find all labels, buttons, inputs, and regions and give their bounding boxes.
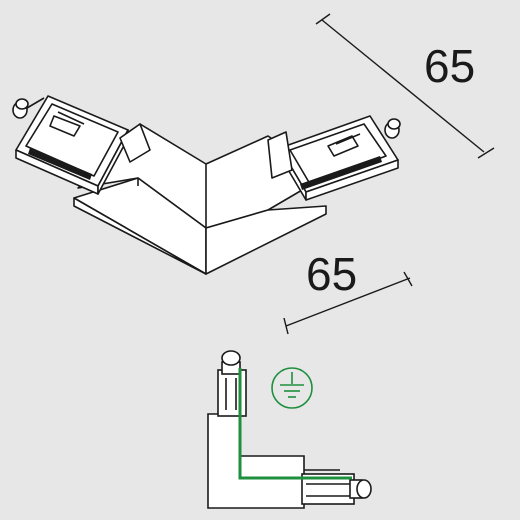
schematic-l-body xyxy=(207,413,305,509)
earth-conductor-path xyxy=(238,368,352,480)
earth-ground-icon xyxy=(271,367,313,409)
body-front-face-left xyxy=(73,197,207,275)
body-front-face-right xyxy=(205,205,327,275)
schematic-top-adapter xyxy=(217,369,247,417)
dimension-top-label: 65 xyxy=(424,40,475,92)
left-track-adapter xyxy=(12,95,151,195)
dimension-bottom xyxy=(283,271,413,335)
dimension-top-line xyxy=(321,19,485,153)
schematic-top-view xyxy=(207,350,372,509)
dimension-bottom-label: 65 xyxy=(306,248,357,300)
right-track-adapter xyxy=(267,115,401,201)
dimension-bottom-line xyxy=(285,277,411,327)
dimension-top xyxy=(315,13,495,159)
isometric-l-connector xyxy=(12,95,401,275)
